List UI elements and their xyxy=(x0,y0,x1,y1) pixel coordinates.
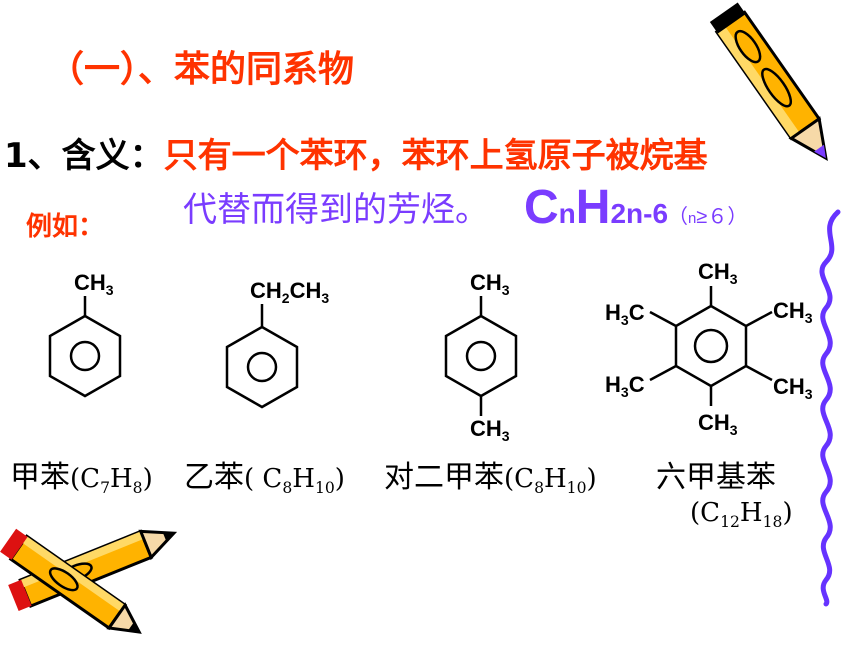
hmb-h3c-lower-left: H3C xyxy=(605,372,645,400)
general-formula: CnH2n-6（n≥６） xyxy=(524,181,748,234)
hmb-ch3-bottom: CH3 xyxy=(698,410,738,438)
p-xylene-ch3-bottom: CH3 xyxy=(470,416,510,444)
ethylbenzene-structure xyxy=(225,304,299,409)
section-heading: （一）、苯的同系物 xyxy=(48,49,355,90)
pencil-icon xyxy=(709,2,828,161)
crossed-pencils-icon xyxy=(0,528,178,634)
p-xylene-structure xyxy=(444,296,518,416)
hmb-ch3-upper-right: CH3 xyxy=(773,298,813,326)
decorative-squiggle xyxy=(819,209,841,607)
hexamethylbenzene-formula: (C12H18) xyxy=(690,498,793,532)
example-label: 例如： xyxy=(26,212,105,242)
definition-line-2: 代替而得到的芳烃。 xyxy=(183,190,489,230)
definition-number: 1、含义： xyxy=(4,136,164,176)
p-xylene-ch3-top: CH3 xyxy=(470,270,510,298)
definition-text-1: 只有一个苯环，苯环上氢原子被烷基 xyxy=(163,136,708,176)
hexamethylbenzene-name: 六甲基苯 xyxy=(656,460,776,495)
hexamethylbenzene-structure xyxy=(649,286,773,406)
ethylbenzene-name: 乙苯( C8H10) xyxy=(184,460,345,498)
hmb-h3c-upper-left: H3C xyxy=(605,300,645,328)
ethylbenzene-ch2ch3: CH2CH3 xyxy=(250,278,329,306)
toluene-structure xyxy=(48,296,122,398)
hmb-ch3-top: CH3 xyxy=(698,259,738,287)
toluene-name: 甲苯(C7H8) xyxy=(10,460,153,498)
p-xylene-name: 对二甲苯(C8H10) xyxy=(384,460,597,498)
definition-line-1: 1、含义：只有一个苯环，苯环上氢原子被烷基 xyxy=(4,128,708,177)
hmb-ch3-lower-right: CH3 xyxy=(773,374,813,402)
toluene-ch3: CH3 xyxy=(74,270,114,298)
